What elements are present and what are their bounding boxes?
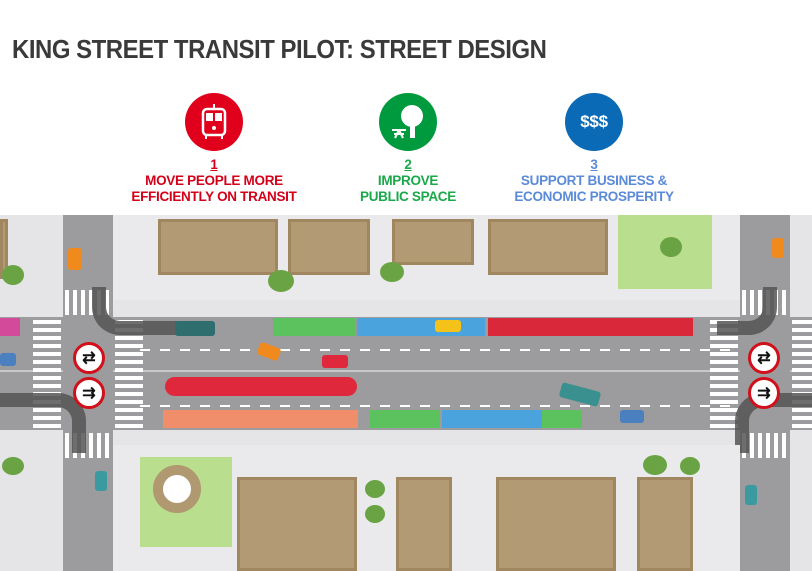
crosswalk [115, 320, 143, 428]
loading-zone [357, 318, 485, 336]
building [637, 477, 693, 571]
public-space-lane [542, 410, 582, 428]
goal-text: IMPROVE [377, 173, 439, 188]
car [322, 355, 348, 368]
no-through-right-icon: ⇉ [748, 377, 780, 409]
streetcar-icon [185, 93, 243, 151]
tree [380, 262, 404, 282]
tree [2, 457, 24, 475]
goal-number: 3 [590, 157, 598, 172]
building [392, 219, 474, 265]
building [396, 477, 452, 571]
goal-business: $$$ 3 SUPPORT BUSINESS & ECONOMIC PROSPE… [484, 93, 704, 205]
building [158, 219, 278, 275]
car [620, 410, 644, 423]
tree [680, 457, 700, 475]
tree [2, 265, 24, 285]
crosswalk [33, 320, 61, 428]
car [435, 320, 461, 332]
dollar-signs-icon: $$$ [565, 93, 623, 151]
truck [175, 321, 215, 336]
no-through-right-icon: ⇉ [73, 377, 105, 409]
tree [660, 237, 682, 257]
goal-transit: 1 MOVE PEOPLE MORE EFFICIENTLY ON TRANSI… [104, 93, 324, 205]
goal-text: PUBLIC SPACE [360, 189, 456, 204]
no-left-turn-icon: ⇄ [748, 342, 780, 374]
patio-space [488, 318, 693, 336]
loading-zone [442, 410, 542, 428]
car [0, 353, 16, 366]
goal-text: MOVE PEOPLE MORE [145, 173, 283, 188]
public-space-lane [370, 410, 440, 428]
car [772, 238, 784, 258]
tree [268, 270, 294, 292]
page-title: KING STREET TRANSIT PILOT: STREET DESIGN [12, 34, 547, 64]
car [745, 485, 757, 505]
public-space-lane [273, 318, 356, 336]
tree-picnic-table-icon [379, 93, 437, 151]
goal-text: SUPPORT BUSINESS & [520, 173, 668, 188]
patio-space [163, 410, 358, 428]
building [288, 219, 370, 275]
goal-public-space: 2 IMPROVE PUBLIC SPACE [298, 93, 518, 205]
goal-text: ECONOMIC PROSPERITY [514, 189, 674, 204]
car [68, 248, 82, 270]
goal-number: 1 [210, 157, 218, 172]
tree [365, 505, 385, 523]
car [95, 471, 107, 491]
street-map: ⇄ ⇉ ⇄ ⇉ [0, 215, 812, 571]
tree [643, 455, 667, 475]
fountain [153, 465, 201, 513]
building [237, 477, 357, 571]
streetcar [165, 377, 357, 396]
building [488, 219, 608, 275]
patio-space [0, 318, 20, 336]
right-turn-arrow [0, 393, 86, 453]
lane-marking [140, 349, 730, 351]
goal-text: EFFICIENTLY ON TRANSIT [131, 189, 297, 204]
no-left-turn-icon: ⇄ [73, 342, 105, 374]
building [496, 477, 616, 571]
goal-number: 2 [404, 157, 412, 172]
crosswalk [710, 320, 738, 428]
tree [365, 480, 385, 498]
centre-line [0, 370, 812, 372]
lane-marking [140, 405, 730, 407]
